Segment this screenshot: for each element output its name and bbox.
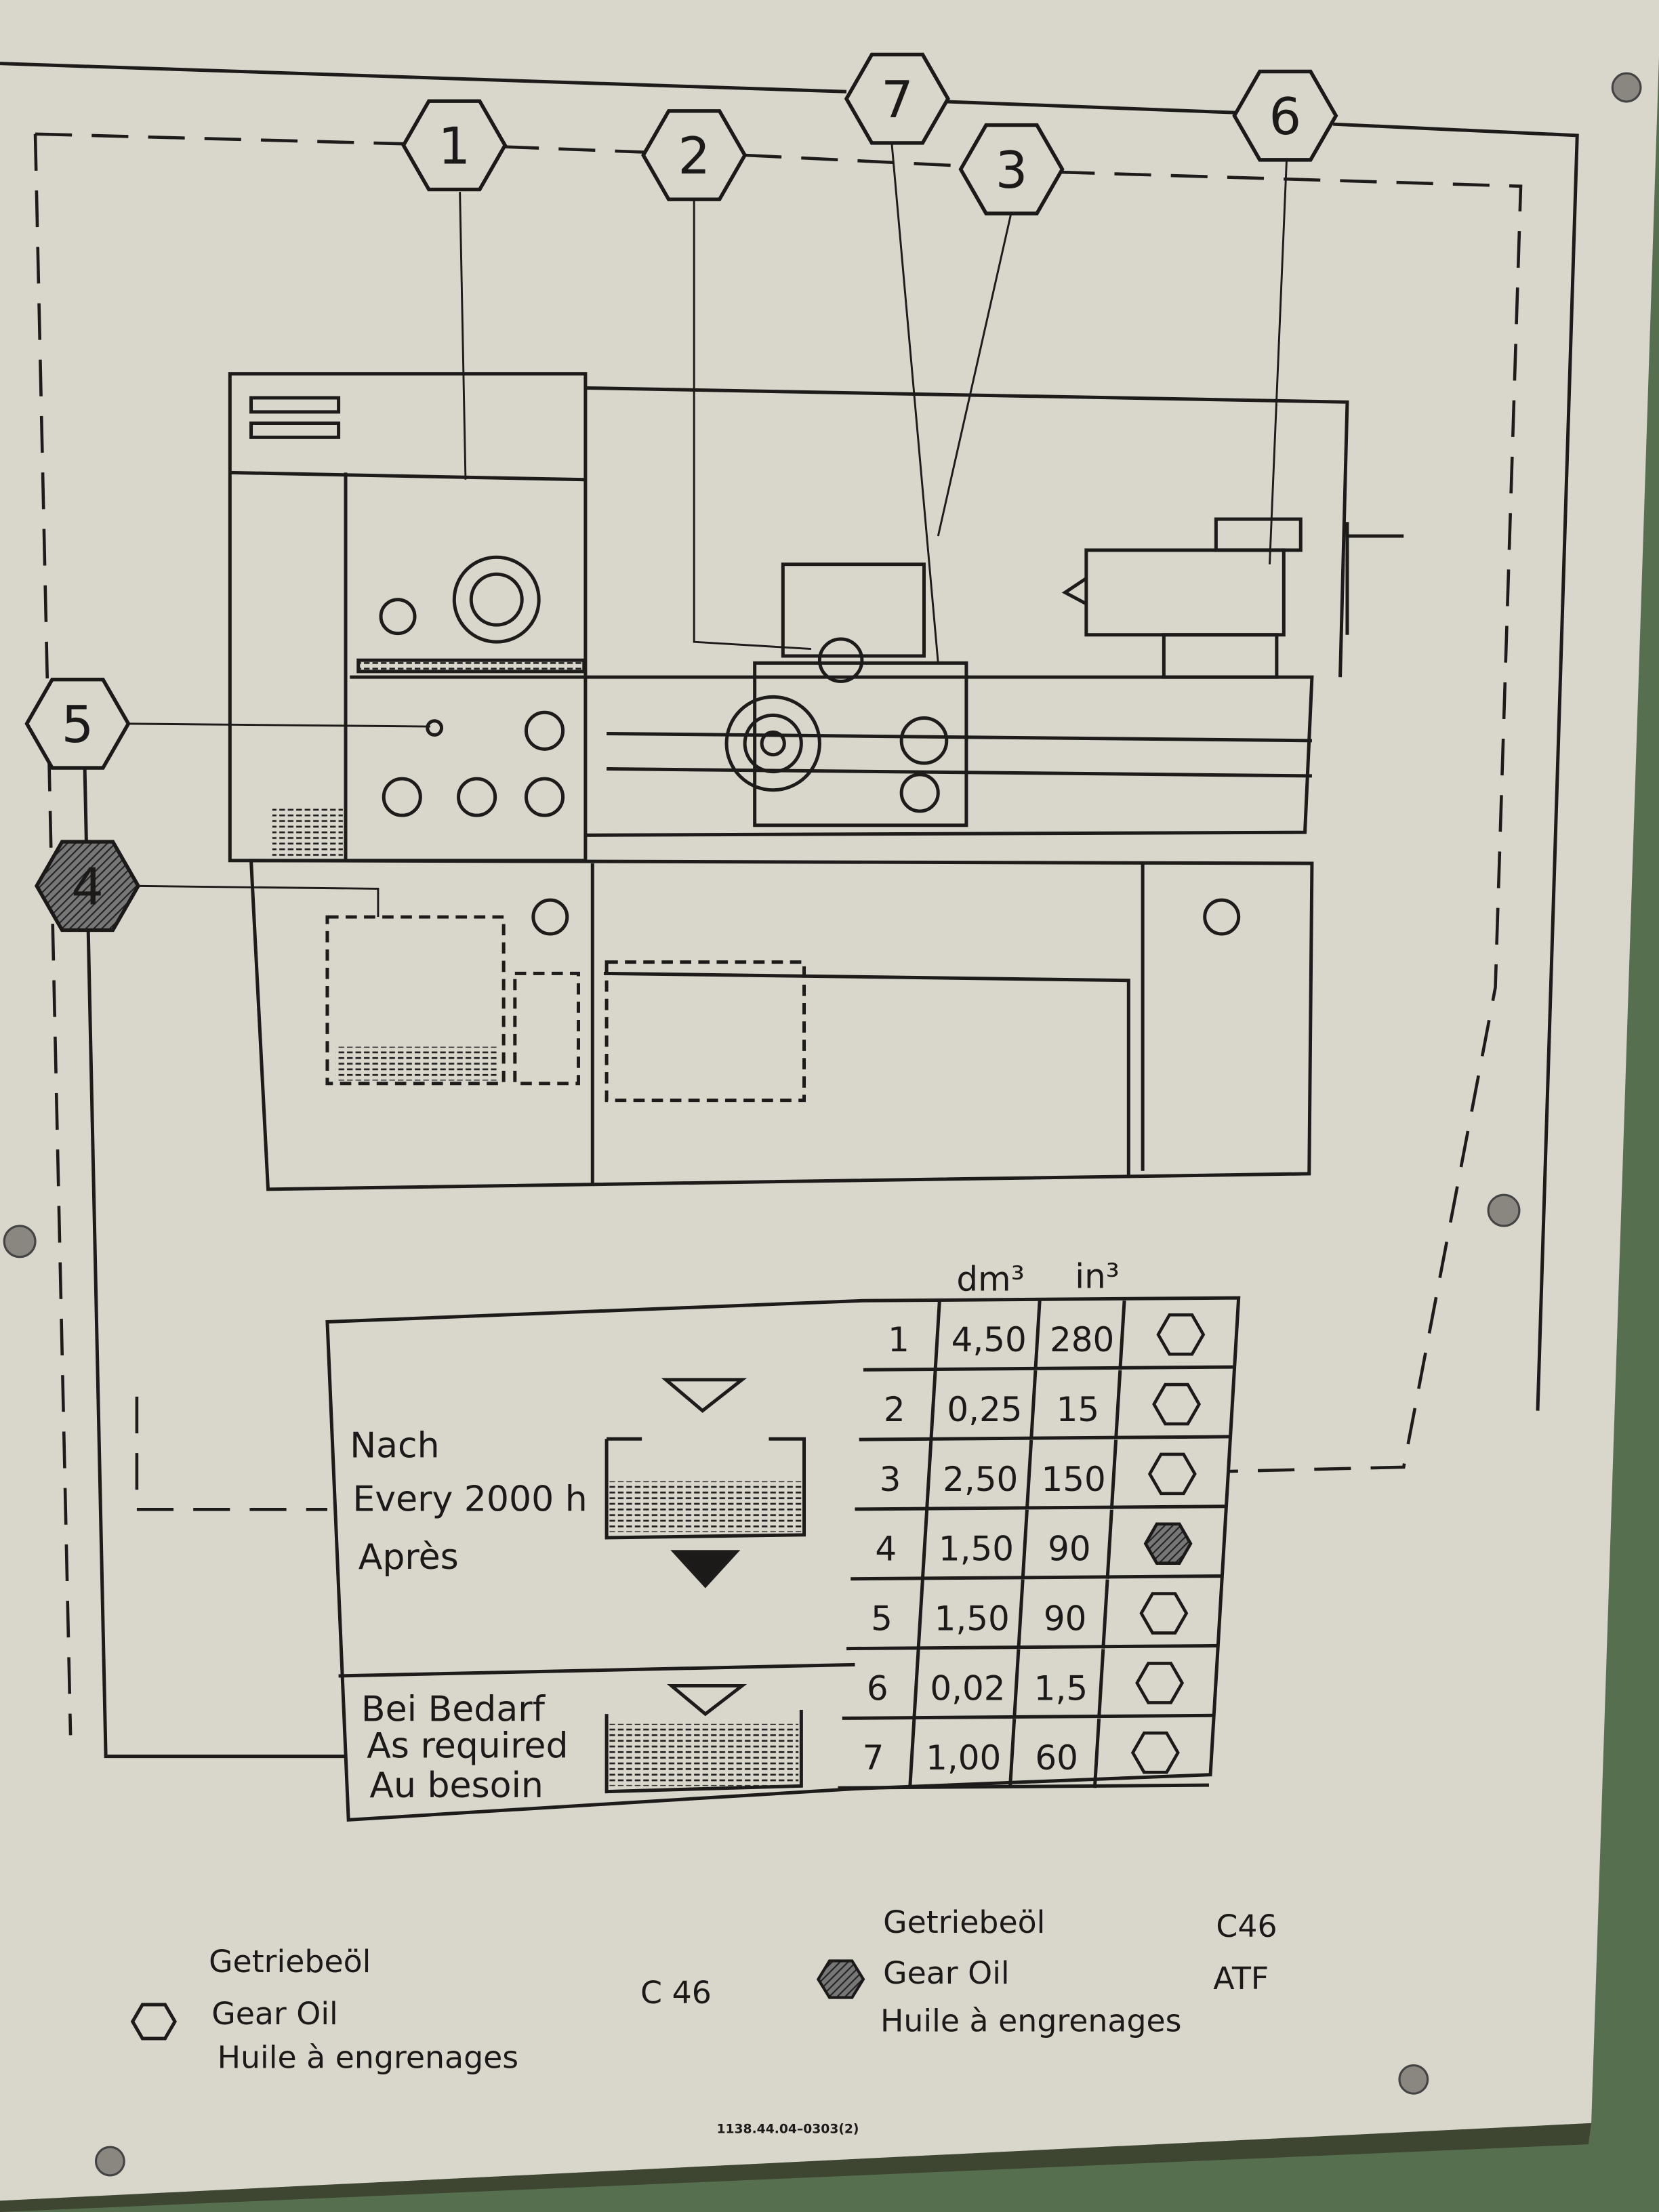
legend-open-fr: Huile à engrenages (218, 2039, 519, 2076)
row-volume-dm3: 1,00 (926, 1738, 1001, 1778)
row-volume-in3: 150 (1041, 1460, 1105, 1499)
row-number: 1 (888, 1320, 909, 1359)
legend-filled-grade-1: C46 (1216, 1908, 1277, 1944)
callout-4: 4 (35, 840, 141, 933)
callout-number: 2 (678, 126, 710, 186)
callout-5: 5 (24, 677, 131, 770)
callout-hexagon-icon (401, 99, 508, 192)
row-number: 4 (875, 1530, 897, 1569)
callout-hexagon-icon (35, 840, 141, 933)
row-number: 5 (871, 1599, 893, 1639)
row-volume-dm3: 4,50 (951, 1320, 1027, 1359)
callout-7: 7 (844, 52, 950, 145)
callout-number: 5 (62, 695, 94, 754)
callout-hexagon-icon (844, 52, 950, 145)
callout-hexagon-icon (641, 109, 747, 201)
header-dm3: dm³ (956, 1260, 1024, 1299)
lathe-diagram (228, 372, 1404, 1191)
part-number: 1138.44.04–0303(2) (716, 2122, 859, 2136)
frame-line (0, 62, 1579, 1411)
row-volume-dm3: 0,02 (930, 1668, 1005, 1708)
table-row: 6 0,02 1,5 (842, 1649, 1214, 1720)
as-required-en: As required (367, 1726, 568, 1767)
row-number: 2 (884, 1390, 905, 1429)
oil-change-icon (605, 1378, 806, 1589)
legend-open-grade: C 46 (640, 1974, 712, 2011)
callout-3: 3 (958, 123, 1065, 216)
row-number: 7 (863, 1738, 884, 1778)
row-volume-dm3: 1,50 (935, 1599, 1010, 1639)
as-required-de: Bei Bedarf (361, 1689, 546, 1730)
open-hexagon-icon (1156, 1313, 1206, 1356)
callout-number: 6 (1269, 87, 1302, 146)
filled-hexagon-icon (1143, 1522, 1193, 1565)
row-number: 6 (867, 1668, 888, 1708)
open-hexagon-icon (1135, 1662, 1185, 1704)
callout-number: 3 (996, 140, 1028, 200)
callout-hexagon-icon (1232, 69, 1338, 162)
callout-number: 7 (881, 70, 914, 129)
row-volume-in3: 280 (1050, 1320, 1114, 1359)
filled-hexagon-icon (816, 1959, 865, 1999)
lubrication-table: dm³ in³ Nach Every 2000 h Après Bei Beda… (325, 1257, 1241, 1822)
row-volume-dm3: 1,50 (939, 1530, 1014, 1569)
open-hexagon-icon (1152, 1382, 1202, 1426)
legend-open-en: Gear Oil (211, 1995, 338, 2032)
open-hexagon-icon (1147, 1452, 1197, 1496)
callout-1: 1 (401, 99, 508, 192)
interval-label-en: Every 2000 h (352, 1479, 587, 1519)
leader-lines (127, 141, 1288, 918)
legend-filled-grade-2: ATF (1213, 1960, 1269, 1996)
row-volume-in3: 90 (1048, 1530, 1091, 1569)
table-row: 2 0,25 15 (859, 1370, 1231, 1441)
table-row: 5 1,50 90 (846, 1579, 1218, 1651)
row-volume-in3: 60 (1035, 1738, 1078, 1778)
legend-filled-de: Getriebeöl (883, 1904, 1045, 1940)
legend-open-de: Getriebeöl (209, 1943, 371, 1980)
legend: Getriebeöl Gear Oil Huile à engrenages C… (130, 1904, 1277, 2076)
callout-number: 1 (438, 116, 470, 176)
open-hexagon-icon (1139, 1592, 1189, 1635)
legend-filled-en: Gear Oil (883, 1954, 1010, 1991)
open-hexagon-icon (130, 2003, 178, 2041)
callout-hexagon-icon (24, 677, 131, 770)
header-in3: in³ (1075, 1257, 1120, 1296)
table-row: 7 1,00 60 (838, 1719, 1209, 1790)
table-row: 3 2,50 150 (855, 1439, 1226, 1511)
callout-hexagon-icon (958, 123, 1065, 216)
table-row: 4 1,50 90 (851, 1509, 1222, 1581)
row-volume-in3: 90 (1044, 1599, 1087, 1639)
row-volume-in3: 15 (1057, 1390, 1100, 1429)
lube-path-dashed (33, 132, 1523, 1736)
table-row: 1 4,50 280 (863, 1300, 1235, 1372)
legend-filled-fr: Huile à engrenages (880, 2003, 1182, 2039)
callout-2: 2 (641, 109, 747, 201)
screw-icons (3, 72, 1642, 2177)
callout-group: 1 2 7 3 6 5 4 (24, 52, 1338, 933)
open-hexagon-icon (1130, 1731, 1180, 1774)
callout-6: 6 (1232, 69, 1338, 162)
row-volume-dm3: 0,25 (947, 1390, 1022, 1429)
top-up-icon (605, 1684, 803, 1794)
interval-label-de: Nach (350, 1425, 439, 1466)
row-volume-dm3: 2,50 (943, 1460, 1018, 1499)
row-volume-in3: 1,5 (1034, 1668, 1088, 1708)
interval-label-fr: Après (359, 1537, 459, 1578)
as-required-fr: Au besoin (369, 1765, 544, 1806)
callout-number: 4 (71, 857, 104, 916)
row-number: 3 (880, 1460, 901, 1499)
